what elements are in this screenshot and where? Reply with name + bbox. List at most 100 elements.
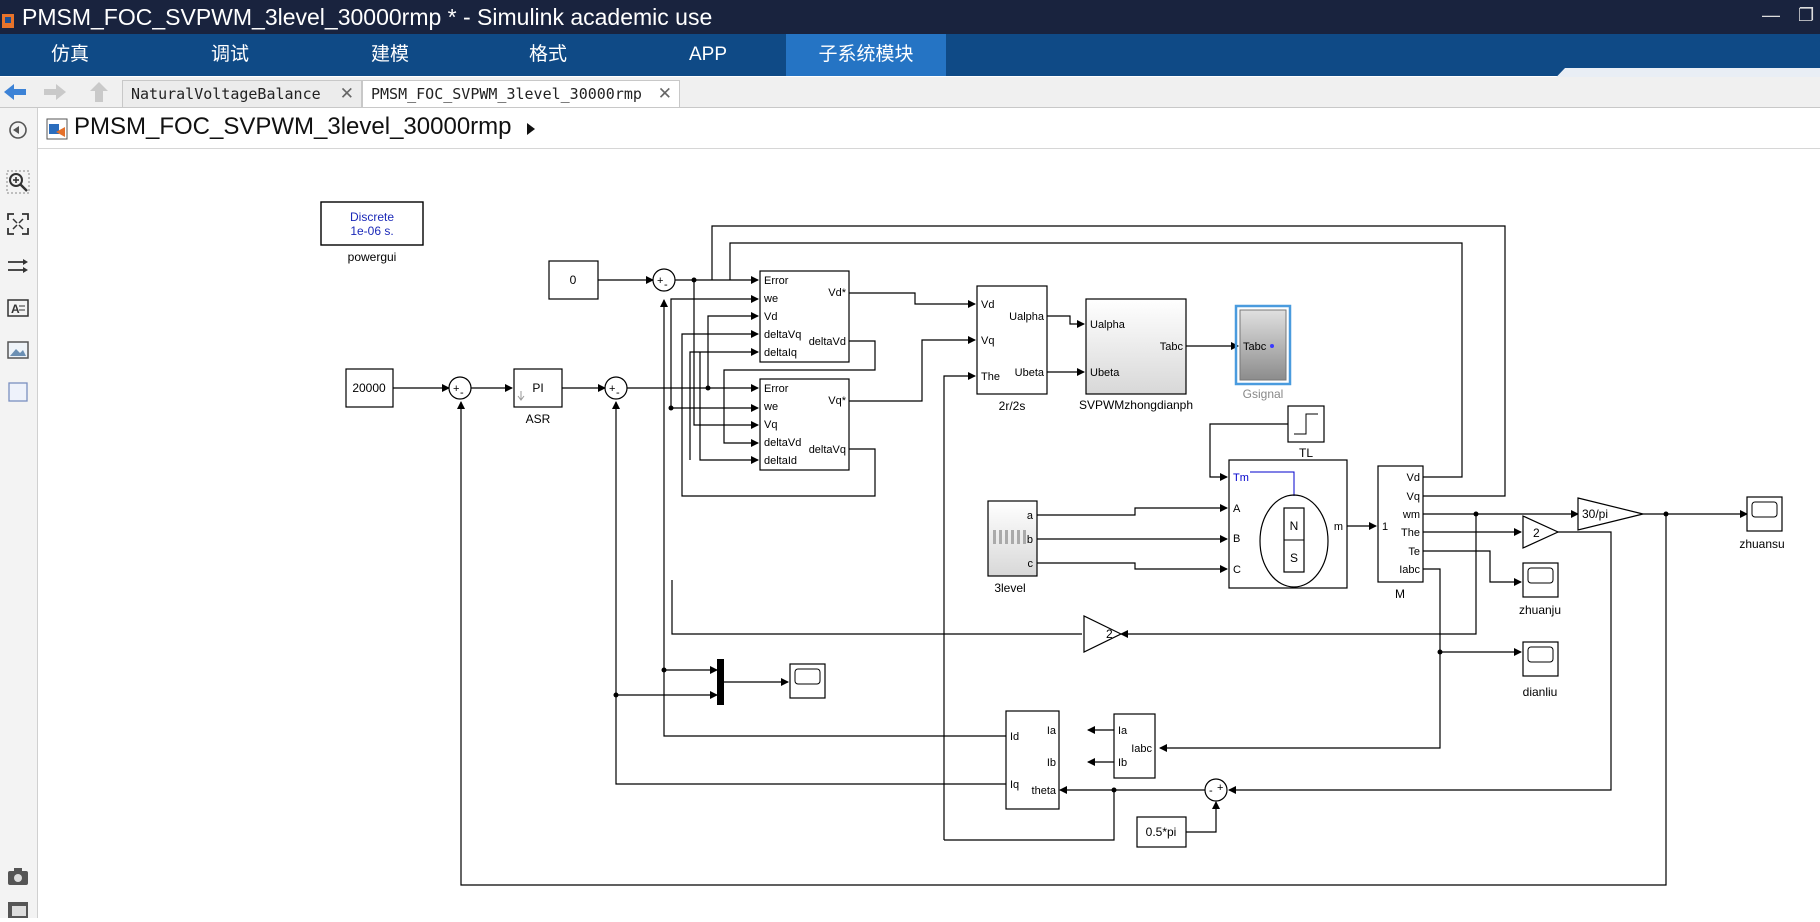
port-iabc: Iabc (1131, 743, 1152, 755)
title-bar: PMSM_FOC_SVPWM_3level_30000rmp * - Simul… (0, 0, 1820, 34)
scope-zhuansu[interactable]: zhuansu (1739, 496, 1785, 551)
port-ubeta: Ubeta (1090, 367, 1120, 379)
port-deltavd: deltaVd (809, 336, 846, 348)
inverter-name: 3level (994, 581, 1025, 595)
port-tabc: Tabc (1160, 341, 1184, 353)
menu-subsystem-block[interactable]: 子系统模块 (786, 34, 946, 76)
area-icon[interactable] (6, 380, 30, 404)
sum-block-speed[interactable]: + - (448, 376, 472, 400)
rotor-south: S (1290, 551, 1298, 565)
tab-pmsm-model[interactable]: PMSM_FOC_SVPWM_3level_30000rmp ✕ (362, 80, 680, 107)
up-arrow-icon[interactable] (86, 79, 112, 105)
tl-name: TL (1299, 446, 1313, 460)
mux-block[interactable] (717, 659, 724, 705)
port-iq: Iq (1010, 779, 1019, 791)
constant-zero-block[interactable]: 0 (548, 260, 599, 300)
port-we: we (763, 293, 778, 305)
gsignal-block[interactable]: Tabc Gsignal (1234, 304, 1292, 401)
port-ib: Ib (1118, 757, 1127, 769)
port-b: B (1233, 533, 1240, 545)
constant-offset-value: 0.5*pi (1146, 825, 1177, 839)
port-ubeta: Ubeta (1015, 367, 1045, 379)
port-vq: Vq (1407, 491, 1420, 503)
menu-modeling[interactable]: 建模 (370, 44, 409, 65)
feedback-gain-block[interactable]: 2 (1083, 615, 1123, 653)
port-ib: Ib (1047, 757, 1056, 769)
menu-app[interactable]: APP (688, 44, 728, 65)
scope-current-dq[interactable] (789, 663, 826, 699)
model-browser-icon[interactable] (6, 898, 30, 922)
tab-label: PMSM_FOC_SVPWM_3level_30000rmp (371, 85, 642, 103)
svpwm-name: SVPWMzhongdianph (1079, 398, 1193, 412)
port-b: b (1027, 534, 1033, 546)
sum-block-q[interactable]: + - (604, 376, 628, 400)
junction-dots (613, 277, 1669, 793)
close-icon[interactable]: ✕ (657, 84, 672, 104)
powergui-block[interactable]: Discrete 1e-06 s. powergui (320, 201, 424, 264)
address-bar: PMSM_FOC_SVPWM_3level_30000rmp (38, 108, 1820, 149)
sum-sign-plus: + (657, 275, 663, 287)
menu-simulation[interactable]: 仿真 (50, 44, 89, 65)
rpm-gain-block[interactable]: 30/pi (1577, 497, 1644, 531)
tl-step-block[interactable]: TL (1287, 405, 1325, 460)
port-id: Id (1010, 731, 1019, 743)
pmsm-motor-block[interactable]: Tm A B C N S m (1228, 459, 1348, 589)
breadcrumb-model[interactable]: PMSM_FOC_SVPWM_3level_30000rmp (74, 113, 512, 140)
park-transform-block[interactable]: Id Iq Ia Ib theta (1005, 710, 1060, 810)
image-icon[interactable] (6, 338, 30, 362)
minimize-icon[interactable]: — (1762, 5, 1780, 25)
port-wm: wm (1402, 509, 1420, 521)
menu-debug[interactable]: 调试 (210, 44, 249, 65)
d-axis-controller-block[interactable]: Error we Vd deltaVq deltaIq Vd* deltaVd (759, 270, 850, 363)
pole-pair-gain-value: 2 (1533, 526, 1540, 540)
port-vd-star: Vd* (828, 287, 846, 299)
menu-format[interactable]: 格式 (528, 44, 567, 65)
port-the: The (981, 371, 1000, 383)
annotation-icon[interactable]: A (6, 296, 30, 320)
port-ualpha: Ualpha (1009, 311, 1045, 323)
scope-dianliu[interactable]: dianliu (1522, 641, 1559, 699)
sum-block-theta[interactable]: - + (1204, 778, 1228, 802)
port-ia: Ia (1118, 725, 1128, 737)
q-axis-controller-block[interactable]: Error we Vq deltaVd deltaId Vq* deltaVq (759, 378, 850, 471)
port-vd: Vd (1407, 472, 1420, 484)
arrows-icon[interactable] (6, 254, 30, 278)
port-deltaid: deltaId (764, 455, 797, 467)
window-title: PMSM_FOC_SVPWM_3level_30000rmp * - Simul… (22, 4, 713, 30)
constant-offset-block[interactable]: 0.5*pi (1136, 816, 1187, 848)
pole-pair-gain-block[interactable]: 2 (1522, 515, 1560, 549)
sum-block-d[interactable]: + - (652, 268, 676, 292)
hide-browser-icon[interactable] (6, 118, 30, 142)
gsignal-name: Gsignal (1243, 387, 1284, 401)
breadcrumb-arrow-icon[interactable] (526, 122, 536, 136)
speed-reference-block[interactable]: 20000 (345, 368, 394, 408)
fit-view-icon[interactable] (6, 212, 30, 236)
scope-zhuanju[interactable]: zhuanju (1519, 562, 1561, 617)
three-level-inverter-block[interactable]: a b c 3level (987, 500, 1038, 595)
zoom-in-icon[interactable] (6, 170, 30, 194)
constant-zero-value: 0 (570, 273, 577, 287)
restore-icon[interactable]: ❐ (1798, 5, 1815, 25)
forward-arrow-icon[interactable] (42, 79, 68, 105)
back-arrow-icon[interactable] (2, 79, 28, 105)
port-deltavd: deltaVd (764, 437, 801, 449)
iabc-selector-block[interactable]: Ia Ib Iabc (1113, 713, 1156, 779)
tab-naturalvoltagebalance[interactable]: NaturalVoltageBalance ✕ (122, 80, 362, 107)
diagram-canvas[interactable]: Discrete 1e-06 s. powergui 0 20000 + - +… (38, 149, 1820, 918)
gsignal-port-tabc: Tabc (1243, 341, 1267, 353)
svpwm-block[interactable]: Ualpha Ubeta Tabc SVPWMzhongdianph (1079, 298, 1193, 412)
close-icon[interactable]: ✕ (339, 84, 354, 104)
park-inverse-block[interactable]: Vd Vq The Ualpha Ubeta 2r/2s (976, 285, 1048, 413)
port-deltavq: deltaVq (809, 444, 846, 456)
screenshot-icon[interactable] (6, 864, 30, 888)
port-c: C (1233, 564, 1241, 576)
park-inverse-name: 2r/2s (999, 399, 1026, 413)
port-tm: Tm (1233, 472, 1249, 484)
port-deltaiq: deltaIq (764, 347, 797, 359)
asr-pi-block[interactable]: PI ASR (513, 368, 563, 426)
port-c: c (1028, 558, 1034, 570)
port-a: a (1027, 510, 1034, 522)
machine-measurement-block[interactable]: 1 Vd Vq wm The Te Iabc M (1377, 465, 1424, 601)
port-deltavq: deltaVq (764, 329, 801, 341)
port-vq-star: Vq* (828, 395, 846, 407)
